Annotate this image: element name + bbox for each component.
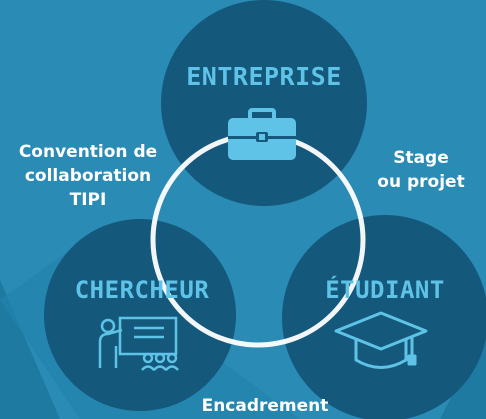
briefcase-icon bbox=[228, 108, 296, 160]
label-stage-line-1: Stage bbox=[393, 148, 449, 168]
graduation-cap-icon bbox=[334, 311, 428, 369]
label-stage-line-2: ou projet bbox=[377, 172, 465, 192]
label-convention-line-2: collaboration bbox=[24, 166, 152, 186]
label-stage: Stage ou projet bbox=[366, 146, 476, 194]
etudiant-title: ÉTUDIANT bbox=[325, 276, 445, 304]
circle-entreprise bbox=[161, 0, 367, 206]
teacher-audience-icon bbox=[98, 316, 179, 371]
label-encadrement: Encadrement bbox=[201, 396, 329, 416]
label-convention: Convention de collaboration TIPI bbox=[8, 140, 168, 212]
entreprise-title: ENTREPRISE bbox=[186, 62, 342, 91]
circle-chercheur bbox=[44, 219, 236, 411]
circle-etudiant bbox=[282, 215, 486, 419]
chercheur-title: CHERCHEUR bbox=[74, 276, 210, 304]
label-convention-line-1: Convention de bbox=[18, 142, 158, 162]
label-convention-line-3: TIPI bbox=[69, 190, 107, 210]
